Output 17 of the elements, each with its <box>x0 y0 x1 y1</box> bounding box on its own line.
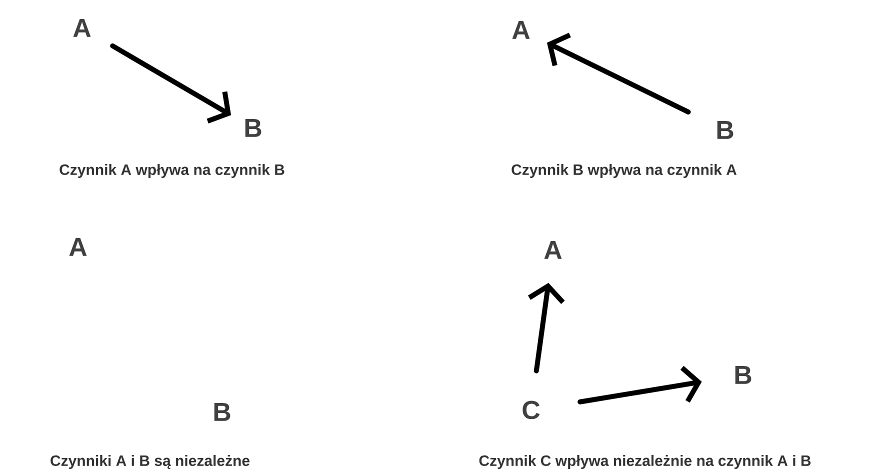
letter-label: A <box>512 21 530 39</box>
letter-label: A <box>73 19 91 37</box>
letter-label: A <box>69 238 87 256</box>
letter-label: B <box>245 119 262 137</box>
arrow <box>528 282 565 374</box>
letter-label: B <box>735 366 752 384</box>
arrow <box>110 43 232 124</box>
caption: Czynnik C wpływa niezależnie na czynnik A i B <box>479 455 811 469</box>
letter-label: B <box>214 403 230 421</box>
caption: Czynnik A wpływa na czynnik B <box>60 164 284 178</box>
letter-label: B <box>717 121 734 139</box>
letter-label: C <box>522 400 540 420</box>
letter-label: A <box>544 241 562 259</box>
arrow <box>578 366 702 404</box>
caption: Czynnik B wpływa na czynnik A <box>512 164 737 178</box>
caption: Czynniki A i B są niezależne <box>50 455 250 469</box>
arrow <box>546 32 691 114</box>
